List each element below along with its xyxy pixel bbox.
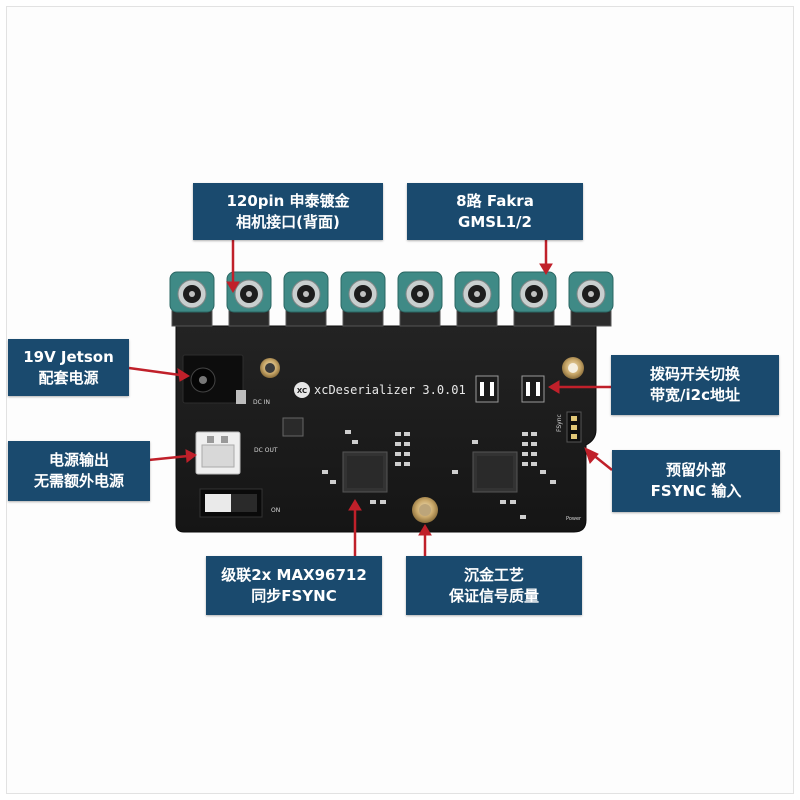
smd-component — [404, 432, 410, 436]
smd-component — [531, 462, 537, 466]
fakra-connectors — [169, 271, 614, 327]
board-name: xcDeserializer 3.0.01 — [314, 383, 466, 397]
smd-component — [370, 500, 376, 504]
callout-fakra-line1: 8路 Fakra — [456, 191, 534, 210]
smd-component — [345, 430, 351, 434]
smd-component — [395, 452, 401, 456]
max96712-chip-2 — [472, 451, 518, 493]
smd-component — [522, 432, 528, 436]
fakra-connector — [340, 271, 386, 327]
fakra-connector — [169, 271, 215, 327]
smd-component — [452, 470, 458, 474]
regulator-chip — [282, 417, 304, 437]
smd-component — [395, 462, 401, 466]
callout-power-in: 19V Jetson 配套电源 — [8, 339, 129, 396]
callout-dip-switch: 拨码开关切换 带宽/i2c地址 — [611, 355, 779, 415]
dc-in-silk-label: DC IN — [253, 399, 270, 406]
smd-component — [522, 452, 528, 456]
dc-barrel-jack — [182, 354, 246, 404]
callout-deserializer-line2: 同步FSYNC — [251, 586, 337, 605]
smd-component — [531, 442, 537, 446]
smd-component — [330, 480, 336, 484]
callout-camera-connector-line1: 120pin 申泰镀金 — [226, 191, 350, 210]
callout-gold-process: 沉金工艺 保证信号质量 — [406, 556, 582, 615]
smd-component — [510, 500, 516, 504]
smd-component — [500, 500, 506, 504]
dc-out-silk-label: DC OUT — [254, 447, 278, 454]
callout-fsync-input: 预留外部 FSYNC 输入 — [612, 450, 780, 512]
callout-gold-process-line2: 保证信号质量 — [448, 586, 539, 605]
dip-switch-1 — [475, 375, 499, 403]
dc-out-connector — [195, 431, 241, 475]
smd-component — [380, 500, 386, 504]
smd-component — [404, 462, 410, 466]
callout-camera-connector-line2: 相机接口(背面) — [236, 212, 340, 231]
smd-component — [531, 432, 537, 436]
callout-deserializer: 级联2x MAX96712 同步FSYNC — [206, 556, 382, 615]
smd-component — [550, 480, 556, 484]
fakra-connector — [397, 271, 443, 327]
callout-power-out-line2: 无需额外电源 — [33, 472, 124, 490]
smd-component — [322, 470, 328, 474]
smd-component — [540, 470, 546, 474]
callout-dip-switch-line2: 带宽/i2c地址 — [650, 386, 740, 404]
fakra-connector — [568, 271, 614, 327]
callout-camera-connector: 120pin 申泰镀金 相机接口(背面) — [193, 183, 383, 240]
callout-gold-process-line1: 沉金工艺 — [463, 565, 524, 584]
dip-switch-2 — [521, 375, 545, 403]
fsync-header — [566, 411, 582, 443]
callout-fsync-input-line2: FSYNC 输入 — [650, 482, 742, 500]
fsync-silk-label: FSync — [556, 414, 563, 432]
callout-arrows — [128, 240, 613, 556]
callout-fakra: 8路 Fakra GMSL1/2 — [407, 183, 583, 240]
callout-power-in-line1: 19V Jetson — [23, 347, 114, 366]
fakra-connector — [511, 271, 557, 327]
passive-components — [322, 430, 556, 519]
smd-component — [352, 440, 358, 444]
power-switch — [199, 488, 263, 518]
smd-component — [472, 440, 478, 444]
power-silk-label: Power — [566, 516, 582, 522]
smd-component — [395, 432, 401, 436]
fakra-connector — [226, 271, 272, 327]
xc-logo-text: XC — [297, 387, 307, 395]
smd-component — [395, 442, 401, 446]
smd-component — [404, 442, 410, 446]
smd-component — [531, 452, 537, 456]
max96712-chip-1 — [342, 451, 388, 493]
smd-component — [522, 442, 528, 446]
switch-silk-label: ON — [271, 507, 280, 514]
callout-power-out-line1: 电源输出 — [48, 451, 109, 469]
callout-power-out: 电源输出 无需额外电源 — [8, 441, 150, 501]
xc-logo — [294, 382, 310, 398]
fakra-connector — [454, 271, 500, 327]
smd-component — [404, 452, 410, 456]
callout-dip-switch-line1: 拨码开关切换 — [649, 365, 740, 383]
smd-component — [522, 462, 528, 466]
fakra-connector — [283, 271, 329, 327]
smd-component — [520, 515, 526, 519]
callout-fsync-input-line1: 预留外部 — [665, 461, 726, 479]
callout-fakra-line2: GMSL1/2 — [458, 212, 532, 231]
callout-deserializer-line1: 级联2x MAX96712 — [221, 565, 367, 584]
callout-power-in-line2: 配套电源 — [38, 368, 99, 387]
